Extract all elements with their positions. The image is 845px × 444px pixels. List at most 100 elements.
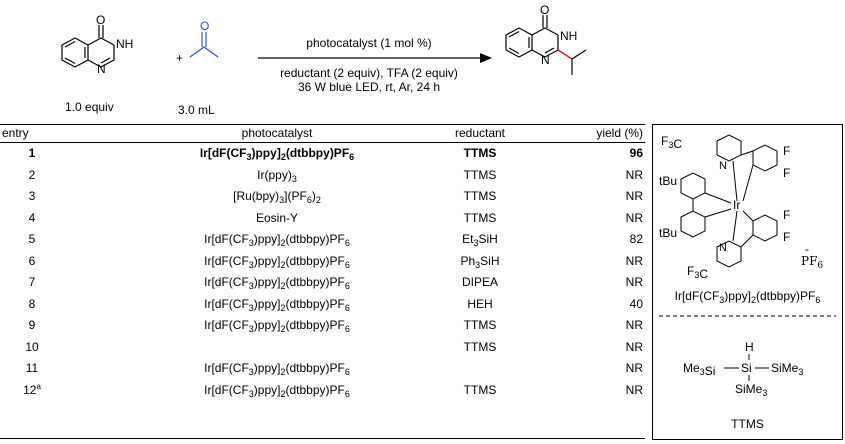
cell-photocatalyst: [Ru(bpy)3](PF6)2 [233,189,321,205]
cell-reductant: HEH [467,296,493,311]
cell-reductant: TTMS [463,339,497,354]
cell-reductant: TTMS [463,318,497,332]
product-n: N [541,53,550,67]
cell-entry: 3 [28,189,36,203]
condition-photocatalyst: photocatalyst (1 mol %) [306,36,432,50]
structure-box: F3C tBu tBu F3C F F F F Ir N N PF6 - H M… [652,124,843,440]
cell-photocatalyst: Ir[dF(CF3)ppy]2(dtbbpy)PF6 [204,318,350,334]
reaction-scheme: O NH N + O O NH N [61,3,587,76]
condition-light: 36 W blue LED, rt, Ar, 24 h [297,80,441,94]
cell-yield: 82 [629,232,643,246]
table-row: 12a Ir[dF(CF3)ppy]2(dtbbpy)PF6 TTMS NR [0,380,645,402]
cell-reductant: TTMS [463,210,497,225]
header-yield: yield (%) [596,126,643,140]
ttms-h: H [745,340,754,354]
acetone-structure [189,32,219,58]
cell-entry: 6 [28,253,36,268]
cell-entry: 12a [23,381,41,397]
cell-reductant: TTMS [463,146,497,160]
cell-entry: 10 [25,339,39,354]
cell-yield: NR [625,318,643,332]
cell-yield: 96 [629,146,643,160]
cell-photocatalyst: Ir[dF(CF3)ppy]2(dtbbpy)PF6 [204,232,350,248]
cell-entry: 2 [28,167,36,182]
ttms-name: TTMS [731,417,764,431]
cf3-bottom-label: F3C [687,264,708,281]
cell-yield: NR [625,275,643,289]
product-new-bond [557,49,573,60]
product-isopropyl [571,49,587,75]
reactant-nh: NH [116,37,133,51]
ttms-left-group: Me3Si [683,361,715,378]
reactant-equiv-label: 1.0 equiv [65,100,114,114]
tbu-bottom-label: tBu [659,226,677,240]
cell-reductant: Et3SiH [462,232,498,248]
ir-catalyst-structure [680,134,778,268]
table-row: 10 TTMS NR [0,337,645,359]
cell-reductant: TTMS [463,382,497,397]
cell-entry: 4 [28,210,36,225]
fluorine-label-3: F [783,208,790,222]
cell-reductant: DIPEA [461,275,498,289]
pf6-counterion: PF6 [801,254,823,271]
cell-yield: NR [625,339,643,354]
nitrogen-label-1: N [719,160,727,172]
arrow-head [480,53,492,63]
nitrogen-label-2: N [719,242,727,254]
table-row: 9 Ir[dF(CF3)ppy]2(dtbbpy)PF6 TTMS NR [0,315,645,337]
cell-yield: NR [625,167,643,182]
cell-photocatalyst: Ir[dF(CF3)ppy]2(dtbbpy)PF6 [204,296,350,313]
cell-reductant: TTMS [463,167,497,182]
cell-entry: 7 [28,275,36,289]
tbu-top-label: tBu [659,174,677,188]
ttms-bottom-group: SiMe3 [735,382,767,398]
cell-photocatalyst: Ir[dF(CF3)ppy]2(dtbbpy)PF6 [204,361,350,377]
ttms-si: Si [741,361,752,375]
reactant-oxygen: O [96,13,105,27]
plus-sign: + [176,51,183,65]
condition-reductant: reductant (2 equiv), TFA (2 equiv) [280,66,458,80]
header-reductant: reductant [454,126,506,140]
catalyst-and-ttms-structures: F3C tBu tBu F3C F F F F Ir N N PF6 - H M… [659,134,836,398]
header-entry: entry [2,126,29,140]
reactant-pyrimidinone-ring [87,37,115,46]
reactant-benzene-ring [61,37,89,68]
table-row: 11 Ir[dF(CF3)ppy]2(dtbbpy)PF6 NR [0,358,645,380]
cell-yield: NR [625,189,643,203]
optimization-table: entry photocatalyst reductant yield (%) … [0,124,645,401]
cell-yield: NR [625,382,643,397]
cell-reductant: Ph3SiH [460,253,500,270]
table-row: 2 Ir(ppy)3 TTMS NR [0,165,645,187]
cell-photocatalyst: Ir[dF(CF3)ppy]2(dtbbpy)PF6 [204,382,350,399]
cell-yield: NR [625,210,643,225]
acetone-amount-label: 3.0 mL [178,103,215,117]
header-photocatalyst: photocatalyst [241,126,313,140]
acetone-oxygen: O [200,19,209,33]
table-row: 4 Eosin-Y TTMS NR [0,208,645,230]
cell-entry: 9 [28,318,36,332]
fluorine-label-1: F [783,144,790,158]
reactant-n: N [97,62,106,76]
cell-yield: NR [625,361,643,375]
cell-yield: 40 [629,296,643,311]
cell-photocatalyst: Ir[dF(CF3)ppy]2(dtbbpy)PF6 [199,146,355,162]
cell-photocatalyst: Eosin-Y [255,210,299,225]
cell-reductant: TTMS [463,189,497,203]
table-bottom-rule [0,438,645,439]
cell-photocatalyst: Ir(ppy)3 [257,167,297,184]
svg-text:-: - [805,242,809,256]
fluorine-label-4: F [783,230,790,244]
product-structure [505,15,559,58]
cell-entry: 5 [28,232,36,246]
iridium-label: Ir [733,198,740,212]
cf3-top-label: F3C [661,134,682,151]
catalyst-name: Ir[dF(CF3)ppy]2(dtbbpy)PF6 [674,289,821,305]
cell-yield: NR [625,253,643,268]
table-row: 5 Ir[dF(CF3)ppy]2(dtbbpy)PF6 Et3SiH 82 [0,229,645,251]
cell-entry: 11 [25,361,39,375]
